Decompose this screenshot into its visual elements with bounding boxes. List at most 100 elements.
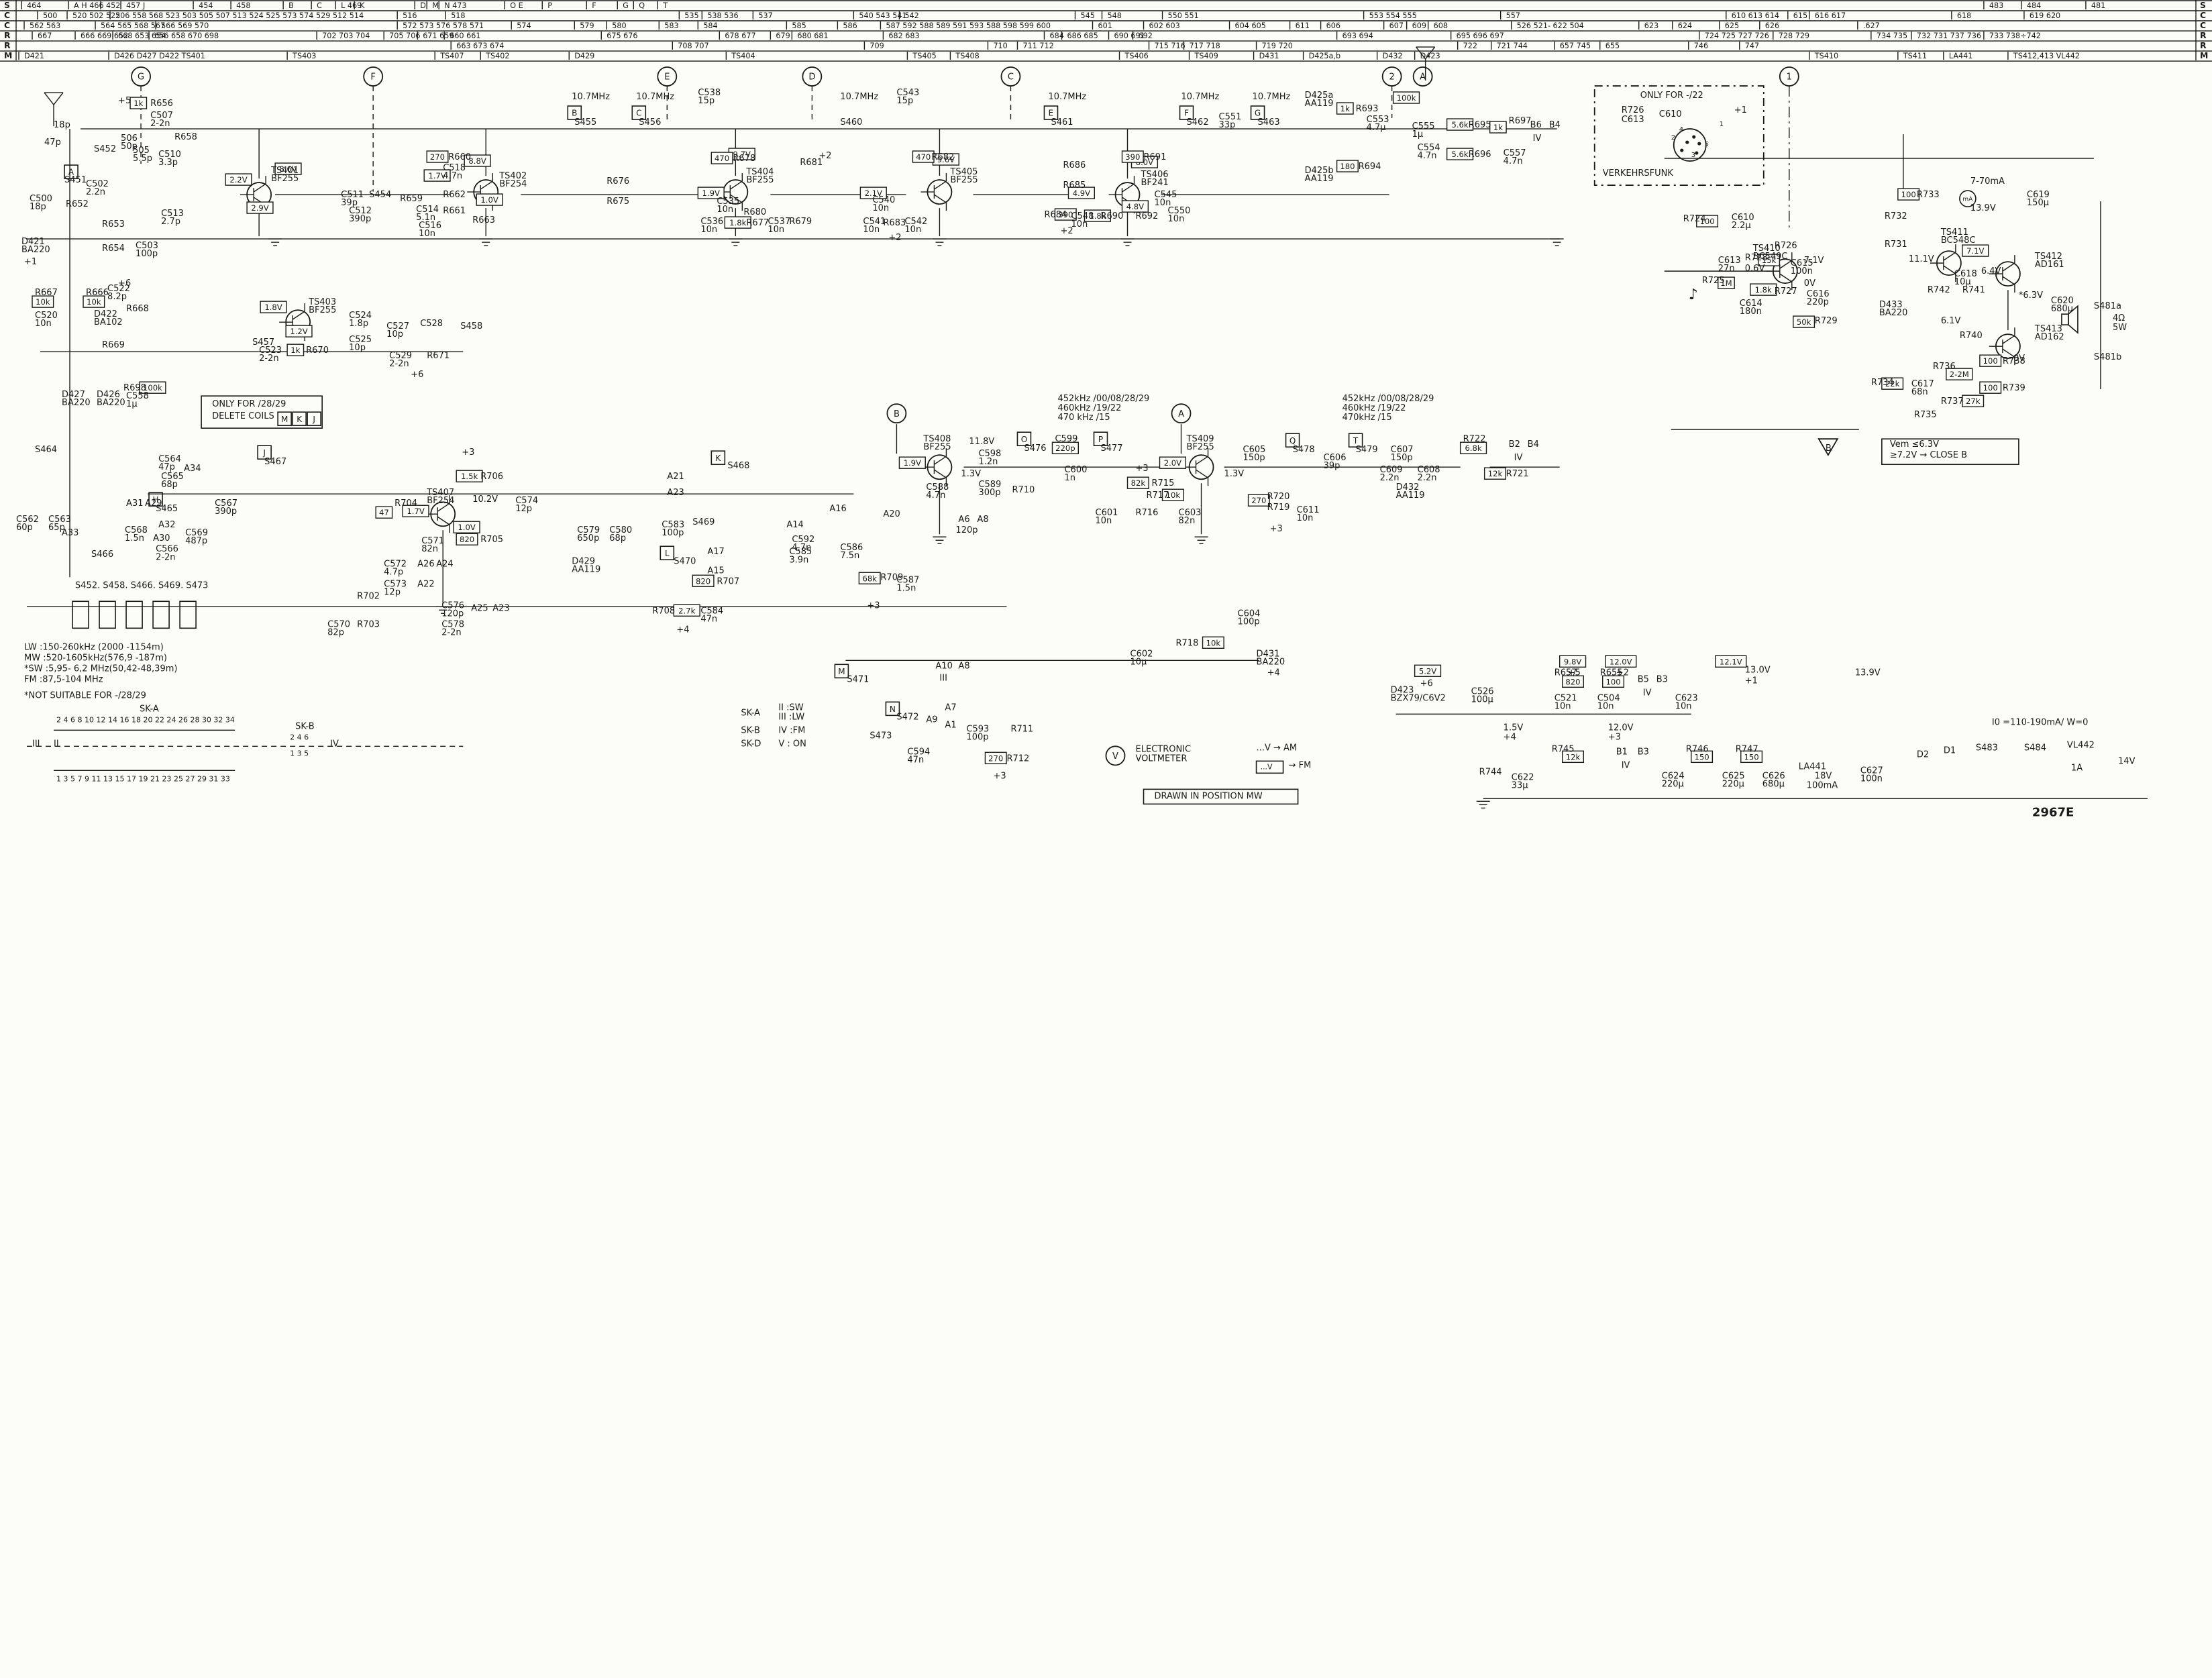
schem-label: A20 [883, 509, 900, 519]
schem-label: C542 [904, 217, 927, 227]
header-index-number: 602 603 [1149, 21, 1180, 30]
coil-marker-letter: N [890, 704, 896, 714]
schem-label: C512 [349, 206, 372, 216]
schem-label: C579 [577, 525, 600, 535]
schem-label: +1 [1734, 105, 1747, 115]
schem-label: R729 [1815, 316, 1838, 326]
schem-label: 10.7MHz [1181, 92, 1220, 102]
schem-label: 180n [1740, 307, 1762, 317]
header-index-number: 702 703 704 [322, 32, 370, 40]
header-index-number: TS403 [292, 52, 316, 60]
schem-label: C586 [840, 543, 863, 553]
value-box-text: 1.8V [264, 303, 282, 312]
schem-label: C627 [1860, 766, 1883, 776]
schem-label: R652 [66, 199, 89, 209]
value-box [1946, 368, 1973, 380]
value-box-text: 7.1V [1966, 246, 1984, 256]
schem-label: C589 [978, 480, 1001, 490]
schem-label: BF255 [950, 175, 978, 185]
schem-label: 150p [1391, 453, 1413, 463]
header-index-number: 464 [27, 1, 41, 10]
schem-label: DRAWN IN POSITION MW [1155, 791, 1263, 801]
schem-label: 300p [978, 488, 1000, 498]
schem-label: R682 [931, 152, 954, 162]
schem-label: 10p [349, 343, 366, 353]
header-index-number: 607 [1389, 21, 1404, 30]
section-marker-circle [1779, 66, 1799, 87]
schem-label: C518 [443, 163, 466, 173]
value-box-text: 27k [1966, 397, 1981, 406]
schem-label: D431 [1257, 649, 1280, 659]
schem-label: SK-A [140, 704, 159, 714]
header-index-number: TS412,413 VL442 [2013, 52, 2080, 60]
schem-label: C536 [700, 217, 723, 227]
value-box [1051, 441, 1079, 454]
value-box [139, 381, 166, 394]
schem-label: BF255 [309, 305, 336, 315]
schem-label: 1.3V [961, 469, 981, 479]
schem-label: S466 [91, 549, 113, 560]
din-pin [1695, 151, 1699, 155]
coil-marker-letter: M [838, 667, 845, 676]
header-index-number: 484 [2027, 1, 2041, 10]
value-box-text: 2.7k [678, 606, 695, 615]
schem-label: R704 [394, 499, 417, 509]
schem-label: 68n [1911, 387, 1928, 397]
coil-marker-box [277, 411, 292, 426]
schem-label: C521 [1555, 693, 1577, 703]
value-box-text: 15k [1762, 256, 1777, 265]
value-box-text: 8.6V [279, 164, 297, 174]
schem-label: 10n [1597, 701, 1614, 711]
schem-label: R725 [1702, 276, 1725, 286]
schem-label: II [54, 739, 59, 749]
coil-marker-letter: O [1021, 435, 1027, 444]
schem-label: R736 [1933, 362, 1956, 372]
schem-label: A1 [945, 720, 956, 730]
schem-label: 2.2n [1380, 473, 1400, 483]
schem-label: 10n [863, 225, 880, 235]
schem-label: R740 [1960, 331, 1983, 341]
schem-label: C607 [1391, 445, 1414, 455]
schem-label: S468 [727, 461, 749, 471]
schem-label: C580 [609, 525, 632, 535]
schem-label: C565 [161, 472, 184, 482]
schem-label: R727 [1775, 286, 1797, 297]
header-index-number: 695 696 697 [1457, 32, 1504, 40]
schem-label: C500 [30, 194, 52, 204]
schem-label: Vem ≤6.3V [1890, 439, 1939, 450]
schem-label: S455 [574, 117, 596, 127]
value-box [1483, 467, 1506, 480]
schem-label: +4 [1267, 668, 1280, 678]
header-index-number: 686 685 [1067, 32, 1098, 40]
schem-label: +4 [676, 625, 689, 635]
schem-label: C571 [421, 536, 444, 546]
value-box [697, 187, 725, 199]
schem-label: B [1826, 443, 1832, 454]
value-box [710, 152, 733, 164]
schem-label: D1 [1944, 745, 1956, 755]
header-row-label: C [2200, 20, 2206, 30]
schem-label: IV [330, 739, 339, 749]
triangle-b-marker [1818, 438, 1839, 456]
coil-marker-letter: E [1049, 109, 1054, 118]
schem-label: A31 [126, 499, 143, 509]
schem-label: A23 [667, 488, 684, 498]
transistor-icon [934, 469, 947, 478]
value-box [912, 150, 935, 163]
schem-label: B2 [1509, 439, 1520, 450]
schem-label: II :SW [778, 702, 803, 713]
value-box-text: 10k [1206, 638, 1221, 647]
schem-label: 3.9n [789, 555, 808, 565]
schem-label: C602 [1130, 649, 1153, 659]
schem-label: D427 [62, 390, 85, 400]
schem-label: 4.7n [1418, 151, 1437, 161]
schem-label: C502 [86, 179, 109, 189]
schem-label: SK-D [741, 739, 761, 749]
schem-label: TS411 [1940, 227, 1968, 238]
schem-label: C623 [1675, 693, 1698, 703]
value-box-text: 100 [1605, 677, 1620, 686]
schem-label: R710 [1012, 485, 1035, 495]
schem-label: R735 [1914, 410, 1937, 420]
schem-label: S462 [1187, 117, 1209, 127]
schem-label: 100mA [1807, 780, 1838, 790]
